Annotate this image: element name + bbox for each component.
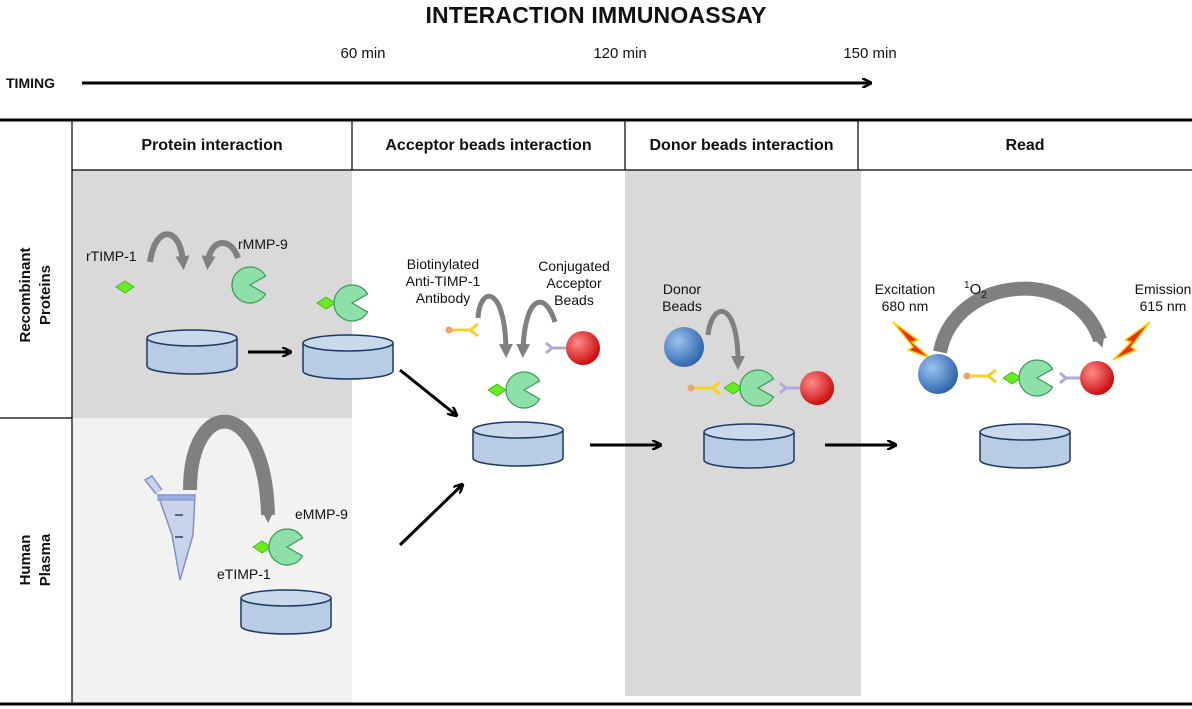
label-rmmp: rMMP-9 bbox=[238, 236, 288, 252]
row-label-line: Plasma bbox=[37, 533, 54, 587]
row-label-plasma: Human Plasma bbox=[16, 510, 56, 610]
curved-arrow-icon bbox=[475, 293, 513, 358]
label-line: Conjugated bbox=[538, 258, 610, 274]
label-line: Excitation bbox=[874, 281, 936, 297]
label-line: Emission bbox=[1134, 281, 1192, 297]
well-icon bbox=[472, 421, 564, 467]
donor-bead-icon bbox=[918, 354, 958, 394]
label-line: Beads bbox=[662, 298, 702, 314]
label-rtimp: rTIMP-1 bbox=[86, 248, 137, 264]
curved-arrow-icon bbox=[705, 308, 745, 370]
row-label-recombinant: Recombinant Proteins bbox=[16, 245, 56, 345]
mmp9-icon bbox=[333, 284, 369, 322]
lightning-icon bbox=[892, 321, 931, 359]
timing-label: TIMING bbox=[6, 75, 55, 91]
label-emission: Emission 615 nm bbox=[1135, 281, 1192, 315]
shade-protein-plasma bbox=[72, 418, 352, 704]
row-label-line: Recombinant bbox=[17, 247, 34, 343]
label-conjugated-acceptor-beads: Conjugated Acceptor Beads bbox=[538, 258, 610, 309]
label-biotinylated-antibody: Biotinylated Anti-TIMP-1 Antibody bbox=[406, 256, 481, 307]
well-icon bbox=[302, 334, 394, 380]
acceptor-bead-icon bbox=[544, 329, 602, 367]
diagram-title: INTERACTION IMMUNOASSAY bbox=[425, 2, 767, 28]
curved-arrow-icon bbox=[147, 231, 190, 270]
tube-icon bbox=[143, 475, 196, 581]
mmp9-icon bbox=[505, 371, 541, 409]
antibody-icon bbox=[444, 322, 480, 338]
label-line: 680 nm bbox=[881, 298, 929, 314]
tick-120: 120 min bbox=[593, 45, 647, 62]
column-header-read: Read bbox=[1005, 137, 1045, 154]
label-excitation: Excitation 680 nm bbox=[875, 281, 936, 315]
label-line: Donor bbox=[662, 281, 702, 297]
donor-bead-icon bbox=[664, 327, 704, 367]
shade-protein-recombinant bbox=[72, 170, 352, 418]
row-label-line: Proteins bbox=[37, 265, 54, 326]
label-singlet-oxygen: 1O2 bbox=[964, 277, 987, 304]
well-icon bbox=[146, 329, 238, 375]
label-emmp: eMMP-9 bbox=[295, 506, 348, 522]
well-icon bbox=[240, 589, 332, 635]
label-sub: 2 bbox=[981, 290, 987, 301]
tick-150: 150 min bbox=[843, 45, 897, 62]
lightning-icon bbox=[1112, 321, 1151, 361]
row-label-line: Human bbox=[17, 534, 34, 586]
label-line: Biotinylated bbox=[406, 256, 480, 272]
column-header-acceptor: Acceptor beads interaction bbox=[385, 137, 592, 154]
column-header-donor: Donor beads interaction bbox=[649, 137, 834, 154]
antibody-icon bbox=[962, 368, 998, 384]
label-base: O bbox=[969, 281, 982, 298]
timp1-icon bbox=[487, 383, 507, 397]
label-line: Acceptor bbox=[546, 275, 602, 291]
label-line: Beads bbox=[554, 292, 594, 308]
curved-arrow-icon bbox=[183, 414, 275, 523]
tick-60: 60 min bbox=[340, 45, 386, 62]
label-donor-beads: Donor Beads bbox=[662, 281, 702, 315]
label-line: Anti-TIMP-1 bbox=[405, 273, 481, 289]
curved-arrow-icon bbox=[516, 299, 558, 358]
label-line: Antibody bbox=[415, 290, 471, 306]
label-sup: 1 bbox=[964, 280, 970, 291]
mmp9-icon bbox=[1018, 359, 1054, 397]
acceptor-bead-icon bbox=[1058, 359, 1116, 397]
well-icon bbox=[979, 423, 1071, 469]
curved-arrow-icon bbox=[933, 281, 1107, 354]
well-icon bbox=[703, 423, 795, 469]
label-line: 615 nm bbox=[1139, 298, 1187, 314]
curved-arrow-icon bbox=[201, 240, 241, 270]
timp1-icon bbox=[1002, 371, 1022, 385]
column-header-protein: Protein interaction bbox=[141, 137, 283, 154]
label-etimp: eTIMP-1 bbox=[217, 566, 271, 582]
